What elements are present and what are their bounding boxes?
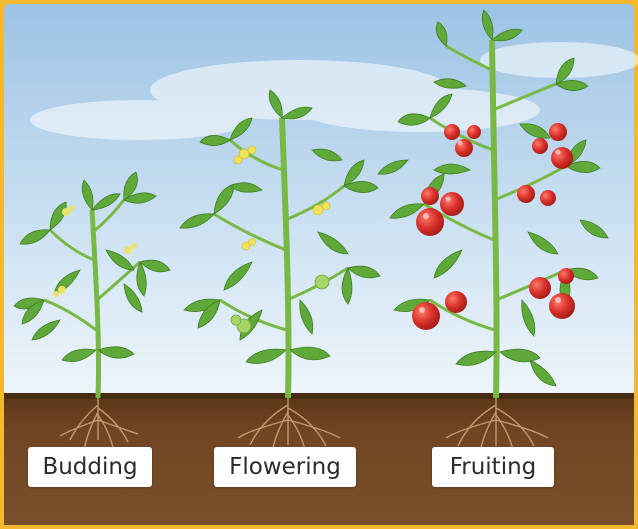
stage-label-flowering: Flowering xyxy=(214,447,356,487)
stage-label-budding: Budding xyxy=(28,447,152,487)
stage-label-fruiting: Fruiting xyxy=(432,447,554,487)
